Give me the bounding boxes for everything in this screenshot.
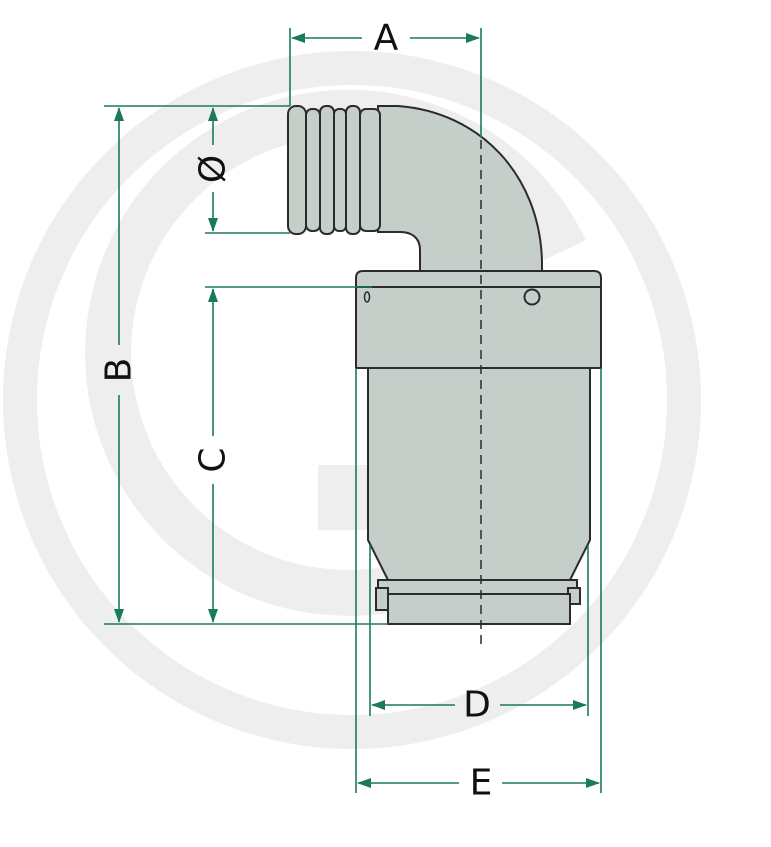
hose-rib (359, 108, 381, 232)
part-body (287, 105, 602, 625)
hose-rib (287, 105, 307, 235)
canister (367, 367, 591, 585)
lid-screw (523, 288, 541, 306)
lid-band (355, 286, 602, 369)
dimension-label-a: A (374, 18, 399, 59)
hose-rib (333, 108, 347, 232)
bottom-cap (387, 593, 571, 625)
bottom-cap-tab-left (375, 587, 389, 611)
hose-rib (319, 105, 335, 235)
lid-slot (363, 291, 371, 303)
dimension-label-c: C (193, 447, 234, 472)
elbow (377, 105, 543, 273)
lid-lip (355, 270, 602, 288)
bottom-cap-rim (377, 579, 578, 595)
dimension-label-e: E (470, 763, 493, 804)
hose-rib (345, 105, 361, 235)
dimension-label-d: D (463, 685, 491, 726)
dimension-label-diameter: Ø (193, 155, 234, 183)
hose-rib (305, 108, 321, 232)
dimension-label-b: B (99, 358, 140, 383)
dimension-lines (104, 28, 602, 793)
